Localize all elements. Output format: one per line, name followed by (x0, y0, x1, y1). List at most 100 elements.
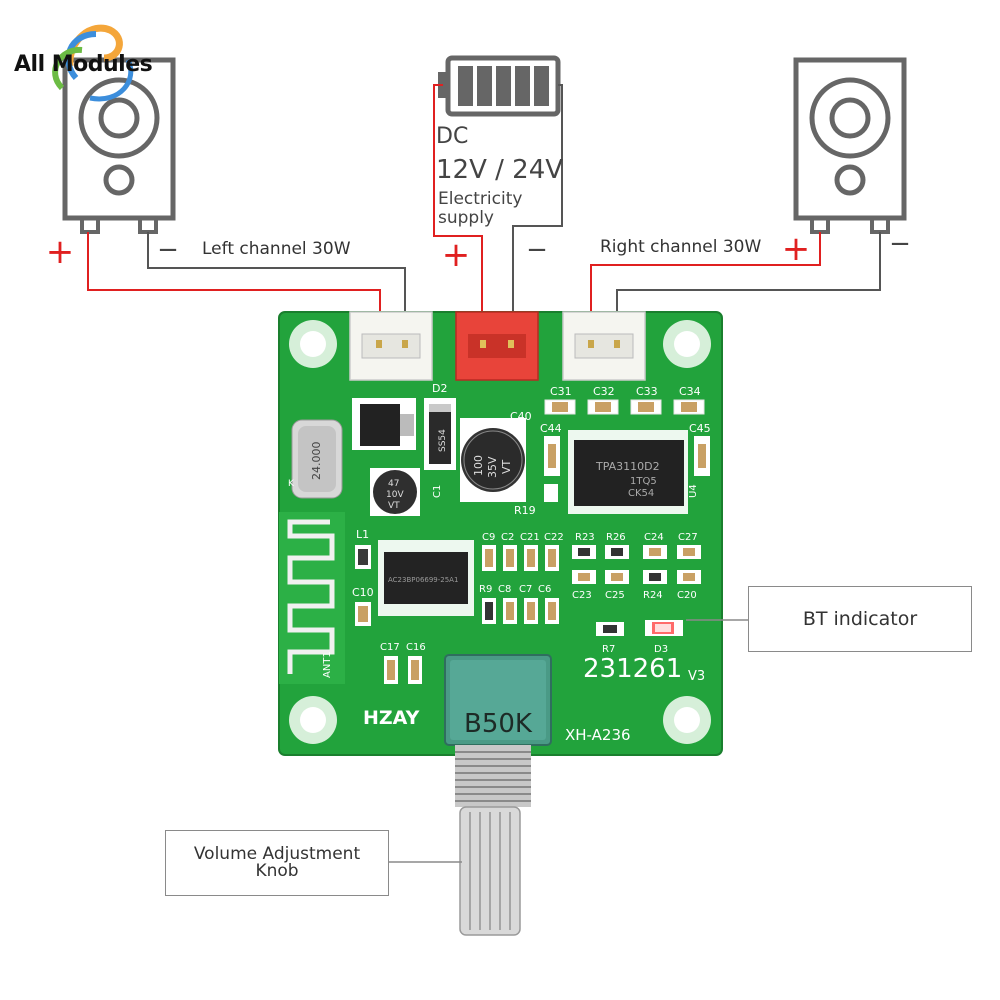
pcb-label: R26 (606, 532, 626, 543)
pcb-label: C24 (644, 532, 664, 543)
volume-knob-callout-line1: Volume Adjustment (193, 844, 361, 864)
pcb-label: C45 (689, 422, 711, 435)
right-plus-wire (590, 232, 821, 318)
crystal-oscillator: 24.000 (291, 419, 343, 499)
bluetooth-antenna (279, 512, 345, 684)
mounting-hole (663, 320, 711, 368)
power-supply-label-1: Electricity (438, 189, 522, 209)
pcb-label: D3 (654, 644, 668, 655)
bluetooth-chip: AC23BP06699-25A1 (378, 540, 474, 616)
smd-passive-group-right (572, 545, 701, 584)
left-minus-wire (147, 232, 406, 318)
volume-potentiometer: B50K (444, 654, 552, 936)
pcb-label: R7 (602, 644, 615, 655)
left-channel-label: Left channel 30W (202, 239, 351, 259)
smd-resistor (544, 484, 558, 502)
bt-chip-marking: AC23BP06699-25A1 (388, 576, 458, 584)
smd-passive-group (482, 545, 559, 624)
pcb-label: C2 (501, 532, 514, 543)
pcb-label: C33 (636, 385, 658, 398)
pcb-label: K (288, 479, 295, 489)
battery-icon (438, 55, 561, 117)
power-minus-sign: − (526, 235, 548, 265)
right-plus-sign: + (782, 229, 811, 269)
right-speaker-icon (793, 57, 907, 234)
cap-small-line3: VT (388, 501, 400, 511)
cap-large-line1: 100 (472, 455, 485, 476)
board-brand: HZAY (363, 707, 420, 729)
crystal-marking: 24.000 (310, 442, 323, 481)
left-speaker-connector (349, 311, 433, 381)
pcb-label: U4 (688, 484, 699, 498)
pcb-label: L1 (356, 528, 369, 541)
pcb-label: C27 (678, 532, 698, 543)
pcb-label: R9 (479, 584, 492, 595)
amp-chip-line1: TPA3110D2 (595, 460, 660, 473)
pcb-label: C31 (550, 385, 572, 398)
pcb-label: C32 (593, 385, 615, 398)
mounting-hole (289, 696, 337, 744)
volume-knob-callout-line2: Knob (255, 861, 299, 881)
board-model: XH-A236 (565, 726, 631, 744)
left-plus-sign: + (46, 232, 75, 272)
pcb-label: C17 (380, 642, 400, 653)
cap-large-line3: VT (500, 459, 513, 474)
pcb-label: C20 (677, 590, 697, 601)
cap-small-line1: 47 (388, 479, 399, 489)
power-type-label: DC (436, 124, 468, 149)
pcb-label: C25 (605, 590, 625, 601)
power-supply-label-2: supply (438, 208, 494, 228)
electrolytic-capacitor-small: 47 10V VT (370, 468, 420, 516)
amplifier-chip: TPA3110D2 1TQ5 CK54 (568, 430, 688, 514)
bt-indicator-callout: BT indicator (748, 586, 972, 652)
right-minus-wire (616, 232, 881, 318)
power-connector (455, 311, 539, 381)
pcb-label: C44 (540, 422, 562, 435)
pcb-board: C31 C32 C33 C34 U1 SS54 D2 100 35V VT C4… (278, 311, 723, 756)
amp-chip-line3: CK54 (628, 488, 654, 499)
pcb-label: C10 (352, 586, 374, 599)
brand-logo: All Modules (14, 52, 153, 77)
pot-value: B50K (464, 709, 533, 739)
mounting-hole (663, 696, 711, 744)
electrolytic-capacitor-large: 100 35V VT (460, 418, 526, 502)
board-version: V3 (688, 669, 705, 684)
pcb-label: C8 (498, 584, 511, 595)
left-plus-wire (87, 232, 381, 318)
regulator-chip (352, 398, 416, 450)
right-speaker-connector (562, 311, 646, 381)
diode: SS54 (424, 398, 456, 470)
power-voltage-label: 12V / 24V (436, 155, 563, 185)
pcb-label: C16 (406, 642, 426, 653)
all-modules-logo-icon (52, 24, 134, 102)
bt-indicator-led (645, 620, 683, 636)
right-channel-label: Right channel 30W (600, 237, 761, 257)
diode-marking: SS54 (438, 429, 448, 452)
pcb-label: ANT1 (322, 651, 333, 678)
pcb-label: C7 (519, 584, 532, 595)
cap-small-line2: 10V (386, 490, 404, 500)
left-minus-sign: − (157, 235, 179, 265)
smd-capacitor-row (544, 399, 705, 415)
mounting-hole (289, 320, 337, 368)
volume-knob-callout: Volume Adjustment Knob (165, 830, 389, 896)
pcb-label: R23 (575, 532, 595, 543)
pcb-label: C1 (432, 485, 443, 498)
pcb-label: C22 (544, 532, 564, 543)
pcb-label: R19 (514, 504, 536, 517)
pcb-label: C34 (679, 385, 701, 398)
power-plus-sign: + (442, 235, 471, 275)
pcb-label: D2 (432, 382, 447, 395)
amp-chip-line2: 1TQ5 (630, 476, 657, 487)
right-minus-sign: − (889, 229, 911, 259)
pcb-label: C40 (510, 410, 532, 423)
pcb-label: R24 (643, 590, 663, 601)
board-serial: 231261 (583, 654, 682, 684)
pcb-label: C6 (538, 584, 551, 595)
pcb-label: C23 (572, 590, 592, 601)
pcb-label: C9 (482, 532, 495, 543)
power-plus-wire (433, 84, 483, 318)
left-speaker-icon (62, 57, 176, 234)
